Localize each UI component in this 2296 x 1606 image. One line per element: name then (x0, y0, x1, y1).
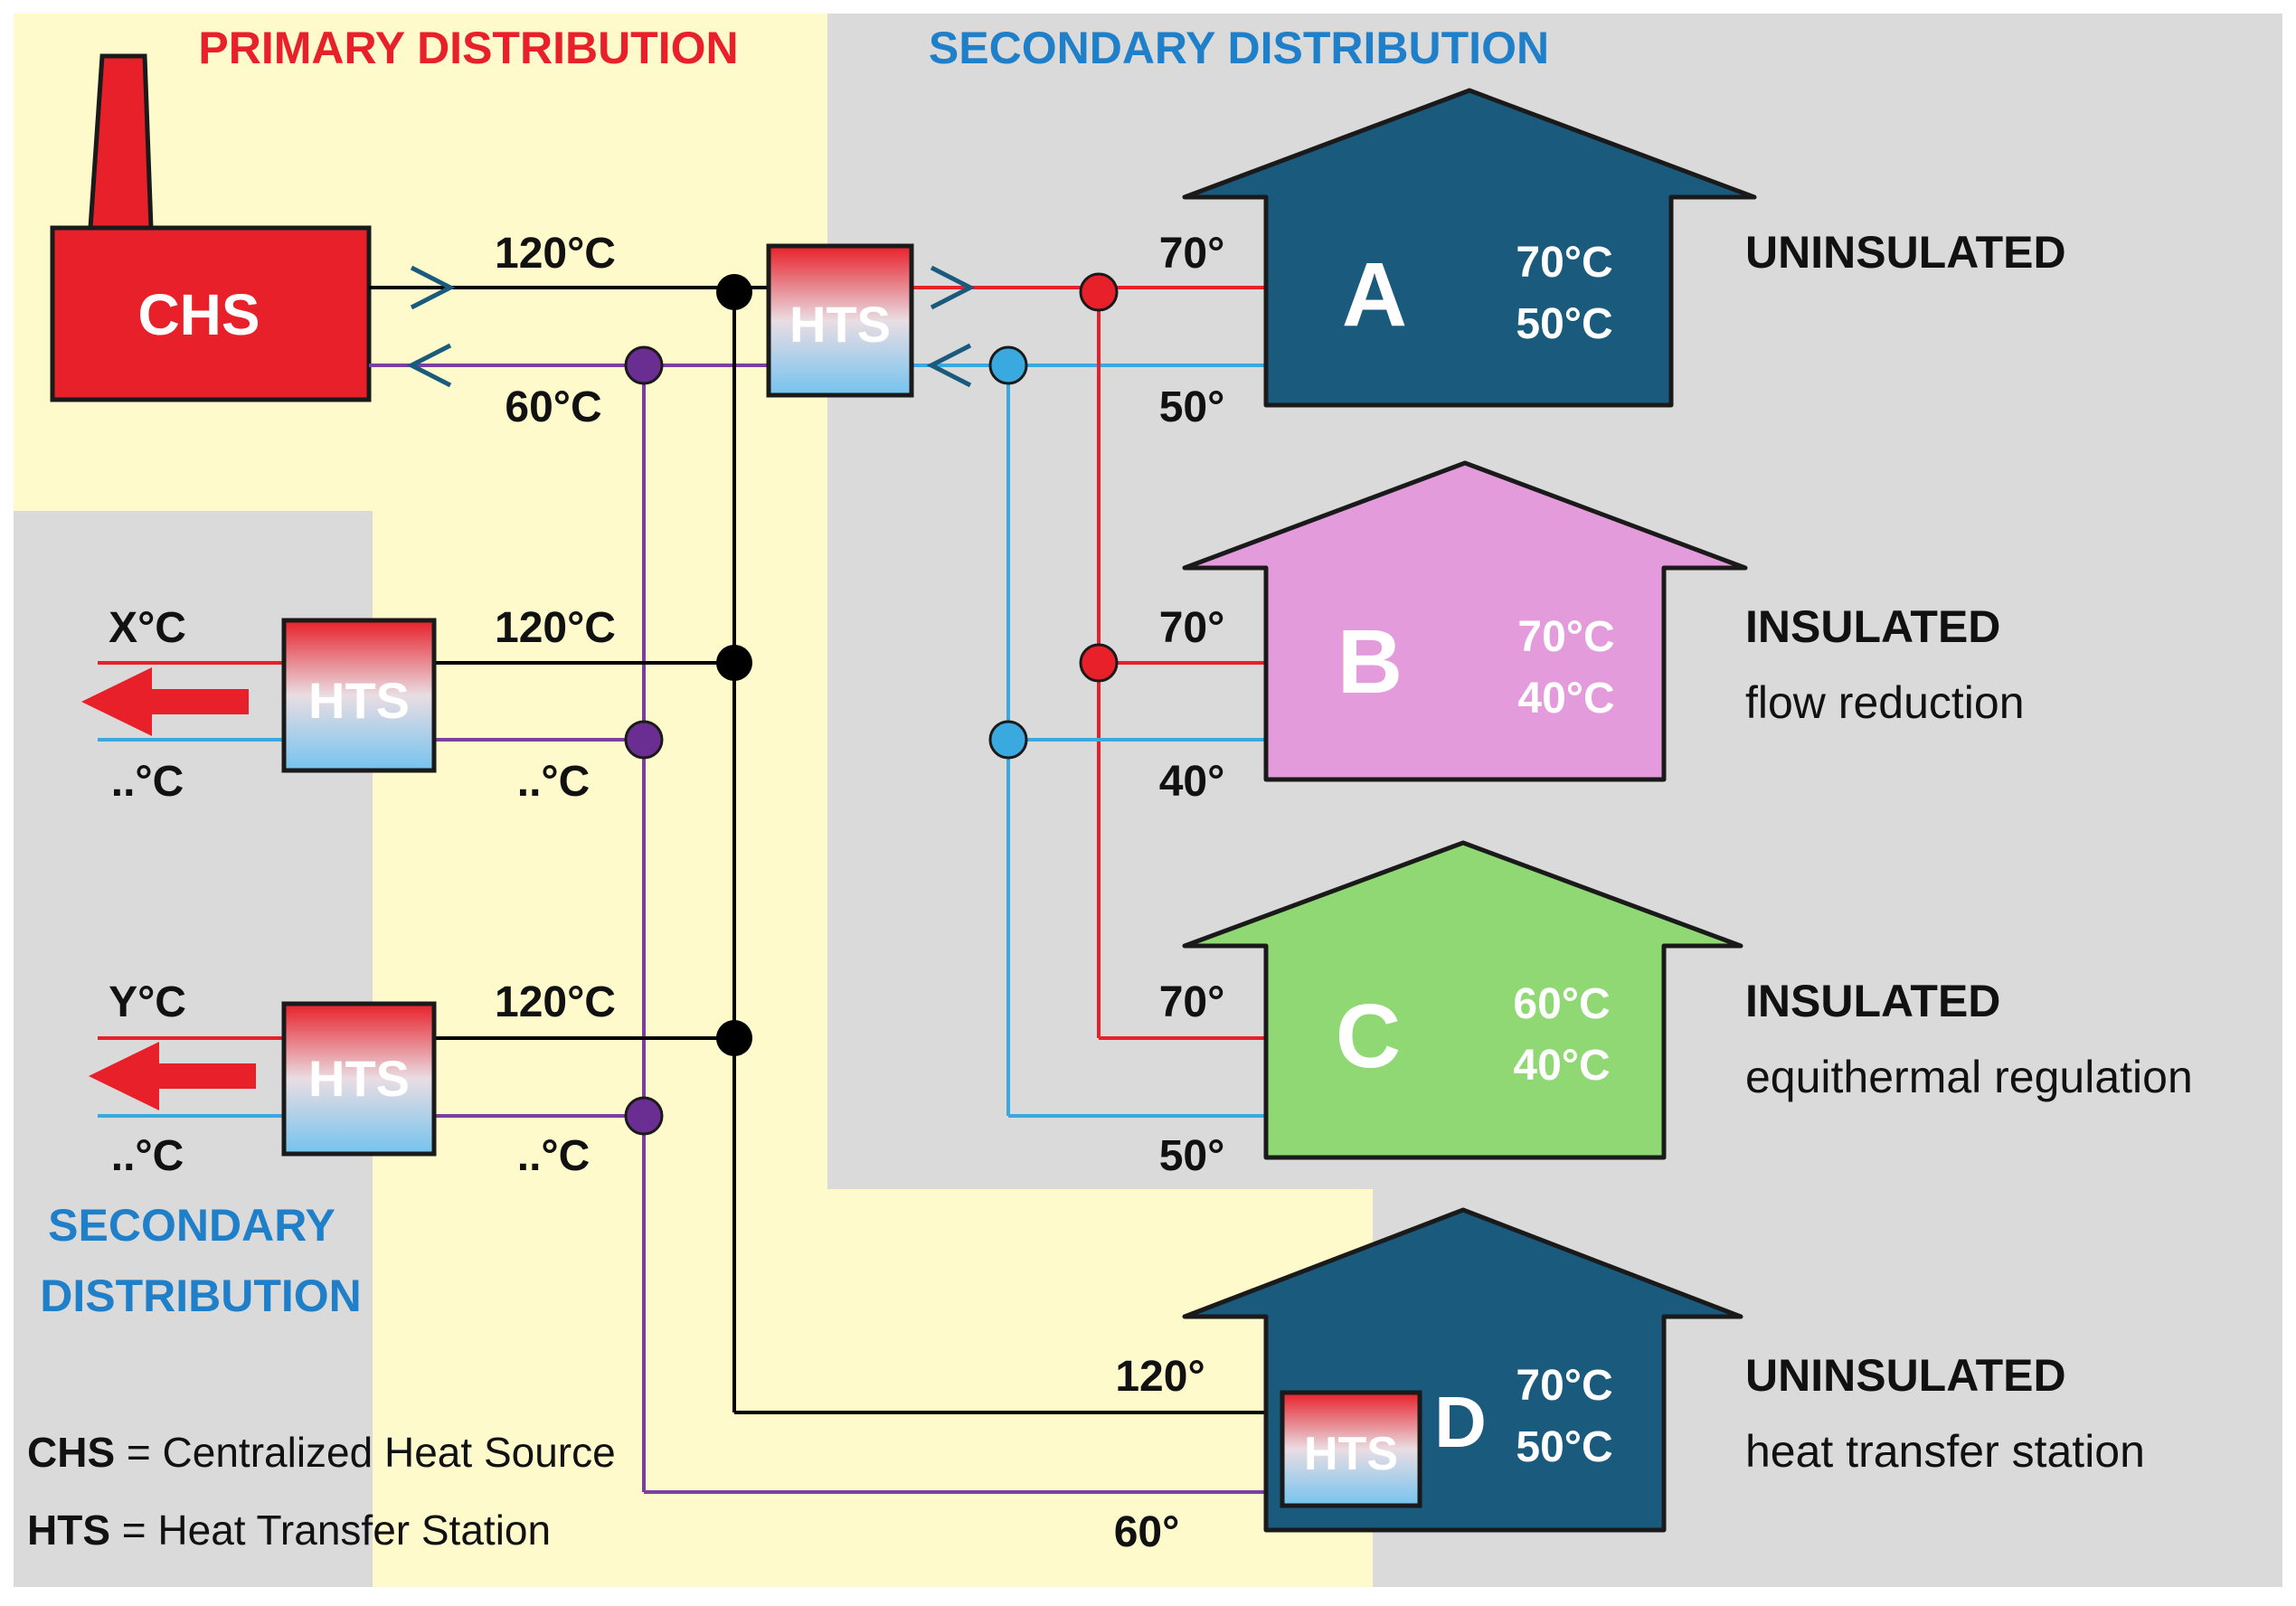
building-d-subtitle: heat transfer station (1745, 1426, 2145, 1477)
building-d-title: UNINSULATED (1745, 1350, 2066, 1401)
building-letter: A (1342, 244, 1407, 345)
pipe-temp-c-return: 50° (1159, 1132, 1225, 1180)
pipe-temp-b-supply: 70° (1159, 604, 1225, 652)
heading-secondary-left-2: DISTRIBUTION (40, 1271, 362, 1321)
temp-label-supply-main: 120°C (495, 230, 616, 278)
building-d: HTS D 70°C 50°C (1182, 1207, 1743, 1533)
junction-node (624, 720, 664, 760)
building-b-title: INSULATED (1745, 601, 2000, 652)
junction-node (716, 1020, 752, 1056)
pipe-temp-c-supply: 70° (1159, 978, 1225, 1026)
primary-zone-bottom (371, 1189, 1375, 1587)
legend-item-hts: HTS = Heat Transfer Station (27, 1507, 551, 1554)
building-temp-in: 70°C (1516, 1362, 1612, 1410)
building-c-title: INSULATED (1745, 976, 2000, 1026)
temp-label-supply-d: 120° (1115, 1353, 1205, 1401)
chs-factory-icon: CHS (50, 53, 372, 402)
building-a-title: UNINSULATED (1745, 227, 2066, 278)
left-output-pipes (98, 661, 284, 1118)
chs-label: CHS (137, 282, 260, 347)
svg-text:HTS: HTS (308, 1050, 410, 1107)
building-temp-in: 60°C (1513, 980, 1610, 1028)
building-c: C 60°C 40°C (1182, 840, 1743, 1160)
hts-station-main: HTS (766, 243, 914, 398)
temp-label-supply-y: 120°C (495, 978, 616, 1026)
hts-station-x: HTS (281, 618, 437, 773)
junction-node (716, 274, 752, 310)
building-temp-in: 70°C (1516, 239, 1612, 287)
secondary-pipes (912, 286, 1266, 1118)
chevron-right-icon (410, 265, 456, 310)
junction-node (1079, 272, 1119, 312)
temp-label-return-d: 60° (1114, 1508, 1180, 1556)
svg-text:HTS: HTS (1304, 1428, 1398, 1480)
building-letter: C (1336, 986, 1401, 1087)
temp-label-y-supply: Y°C (109, 978, 186, 1026)
junction-node (1079, 643, 1119, 683)
building-b: B 70°C 40°C (1182, 460, 1748, 782)
building-temp-in: 70°C (1517, 613, 1614, 661)
building-temp-out: 50°C (1516, 300, 1612, 348)
hts-station-y: HTS (281, 1001, 437, 1157)
temp-label-return-x: ..°C (517, 758, 591, 806)
building-temp-out: 50°C (1516, 1423, 1612, 1471)
heading-secondary-left-1: SECONDARY (48, 1200, 335, 1251)
temp-label-return-y: ..°C (517, 1132, 591, 1180)
chevron-left-icon (926, 343, 972, 388)
temp-label-supply-x: 120°C (495, 604, 616, 652)
svg-text:HTS: HTS (308, 672, 410, 729)
chevron-left-icon (406, 343, 452, 388)
junction-node (988, 345, 1028, 385)
junction-node (624, 345, 664, 385)
building-b-subtitle: flow reduction (1745, 677, 2025, 728)
temp-label-y-return: ..°C (111, 1132, 184, 1180)
building-a: A 70°C 50°C (1182, 88, 1757, 408)
junction-node (624, 1096, 664, 1136)
legend-item-chs: CHS = Centralized Heat Source (27, 1429, 616, 1476)
pipe-temp-b-return: 40° (1159, 758, 1225, 806)
building-temp-out: 40°C (1517, 675, 1614, 723)
junction-node (716, 645, 752, 681)
pipe-temp-a-supply: 70° (1159, 230, 1225, 278)
legend: CHS = Centralized Heat Source HTS = Heat… (27, 1429, 616, 1554)
chevron-right-icon (930, 265, 976, 310)
temp-label-return-main: 60°C (505, 383, 601, 431)
building-temp-out: 40°C (1513, 1042, 1610, 1090)
junction-node (988, 720, 1028, 760)
building-letter: B (1337, 611, 1403, 713)
temp-label-x-supply: X°C (109, 604, 186, 652)
hts-station-d: HTS (1280, 1390, 1422, 1508)
heading-primary-distribution: PRIMARY DISTRIBUTION (198, 23, 738, 73)
temp-label-x-return: ..°C (111, 758, 184, 806)
pipe-temp-a-return: 50° (1159, 383, 1225, 431)
arrow-left-icon (89, 1042, 256, 1110)
building-c-subtitle: equithermal regulation (1745, 1052, 2193, 1102)
svg-text:HTS: HTS (789, 296, 891, 353)
heading-secondary-distribution: SECONDARY DISTRIBUTION (929, 23, 1549, 73)
primary-pipes (369, 286, 1282, 1494)
building-letter: D (1434, 1382, 1487, 1462)
arrow-left-icon (81, 667, 249, 736)
